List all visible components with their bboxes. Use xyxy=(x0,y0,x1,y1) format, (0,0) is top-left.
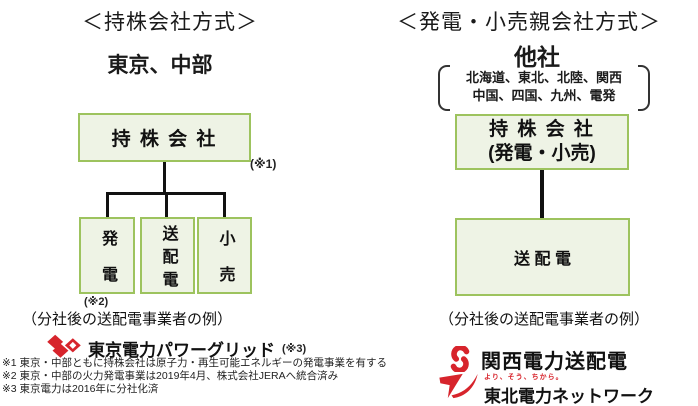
transmission-distribution-box: 送 配 電 xyxy=(455,218,630,296)
note-3: (※3) xyxy=(282,342,307,355)
bracket-text: 北海道、東北、北陸、関西 中国、四国、九州、電発 xyxy=(444,69,644,105)
right-subtitle: 他社 xyxy=(514,44,560,70)
kansai-logo-row: 関西電力送配電 xyxy=(445,344,628,374)
tohoku-logo-icon xyxy=(438,372,480,400)
tepco-name: 東京電力パワーグリッド xyxy=(88,340,275,360)
kansai-logo-icon xyxy=(445,344,475,374)
transmission-distribution-label: 送 配 電 xyxy=(514,251,571,268)
child-box-transmission: 送配電 xyxy=(140,217,195,294)
bracket-line-1: 北海道、東北、北陸、関西 xyxy=(465,70,622,85)
left-subtitle: 東京、中部 xyxy=(107,54,213,77)
tohoku-name: 東北電力ネットワーク xyxy=(484,387,654,406)
connector-drop-2 xyxy=(165,192,168,218)
kansai-name: 関西電力送配電 xyxy=(481,350,628,373)
retail-label: 小売 xyxy=(216,229,234,302)
connector-drop-3 xyxy=(223,192,226,218)
tepco-logo-icon xyxy=(46,333,82,363)
left-example-label: （分社後の送配電事業者の例） xyxy=(22,311,233,328)
footnotes: ※1 東京・中部ともに持株会社は原子力・再生可能エネルギーの発電事業を有する ※… xyxy=(2,357,387,395)
tohoku-tagline: より、そう、ちから。 xyxy=(484,374,564,381)
transmission-label: 送配電 xyxy=(159,224,177,294)
bracket-left-icon xyxy=(438,65,450,111)
right-title: ＜発電・小売親会社方式＞ xyxy=(397,11,661,34)
footnote-2: ※2 東京・中部の火力発電事業は2019年4月、株式会社JERAへ統合済み xyxy=(2,369,339,382)
holding-company-box: 持 株 会 社 xyxy=(78,113,251,162)
tohoku-logo-row: より、そう、ちから。 東北電力ネットワーク xyxy=(438,372,654,406)
bracket-line-2: 中国、四国、九州、電発 xyxy=(472,88,616,103)
connector-vertical xyxy=(540,170,544,218)
parent-company-label-1: 持 株 会 社 xyxy=(489,119,595,140)
right-panel: ＜発電・小売親会社方式＞ 他社 北海道、東北、北陸、関西 中国、四国、九州、電発… xyxy=(349,0,698,406)
connector-stub xyxy=(163,162,166,194)
child-box-retail: 小売 xyxy=(197,217,252,302)
left-title: ＜持株会社方式＞ xyxy=(82,11,258,34)
left-panel: ＜持株会社方式＞ 東京、中部 持 株 会 社 (※1) 発電 送配電 小売 (※… xyxy=(2,11,387,395)
footnote-3: ※3 東京電力は2016年に分社化済 xyxy=(2,382,159,395)
bracket-right-icon xyxy=(638,65,650,111)
note-1: (※1) xyxy=(250,157,277,171)
holding-company-label: 持 株 会 社 xyxy=(111,129,218,150)
right-example-label: （分社後の送配電事業者の例） xyxy=(438,311,649,328)
child-box-generation: 発電 xyxy=(79,217,135,302)
tepco-logo-row: 東京電力パワーグリッド (※3) xyxy=(46,333,306,363)
generation-label: 発電 xyxy=(99,229,116,302)
parent-company-box: 持 株 会 社 (発電・小売) xyxy=(455,114,629,170)
note-2: (※2) xyxy=(84,296,109,308)
footnote-1: ※1 東京・中部ともに持株会社は原子力・再生可能エネルギーの発電事業を有する xyxy=(2,357,388,369)
parent-company-label-2: (発電・小売) xyxy=(488,143,596,164)
connector-drop-1 xyxy=(106,192,109,218)
